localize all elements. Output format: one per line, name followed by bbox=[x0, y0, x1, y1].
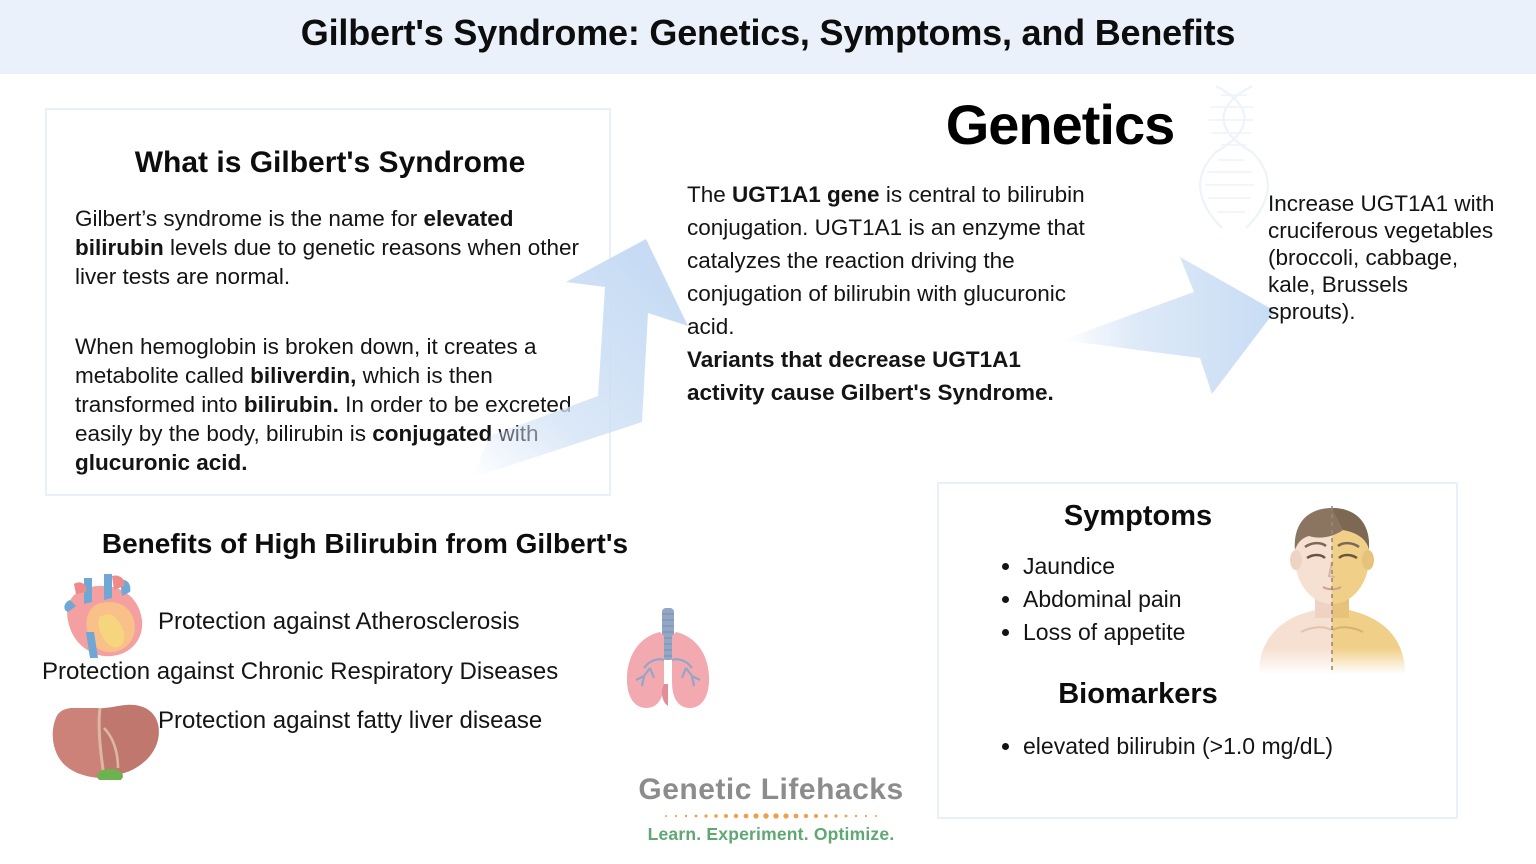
genetics-heading: Genetics bbox=[945, 93, 1176, 156]
what-is-gilberts-paragraph-1: Gilbert’s syndrome is the name for eleva… bbox=[75, 206, 580, 289]
list-item: elevated bilirubin (>1.0 mg/dL) bbox=[1023, 730, 1333, 763]
jaundice-person-icon bbox=[1259, 506, 1405, 674]
symptoms-list: JaundiceAbdominal painLoss of appetite bbox=[995, 550, 1185, 649]
what-is-gilberts-heading: What is Gilbert's Syndrome bbox=[134, 146, 526, 179]
logo-tagline: Learn. Experiment. Optimize. bbox=[647, 824, 895, 844]
benefit-item-2: Protection against fatty liver disease bbox=[158, 707, 543, 734]
genetic-lifehacks-logo: Genetic Lifehacks Learn. Experiment. Opt… bbox=[628, 773, 914, 845]
header-band bbox=[0, 0, 1536, 74]
what-is-gilberts-panel: What is Gilbert's Syndrome Gilbert’s syn… bbox=[45, 108, 611, 496]
arrow-up-right-icon bbox=[472, 239, 688, 478]
heart-icon bbox=[64, 574, 143, 658]
list-item: Loss of appetite bbox=[1023, 616, 1185, 649]
biomarkers-list: elevated bilirubin (>1.0 mg/dL) bbox=[995, 730, 1333, 763]
benefits-heading: Benefits of High Bilirubin from Gilbert'… bbox=[101, 528, 629, 559]
list-item: Jaundice bbox=[1023, 550, 1185, 583]
benefit-item-0: Protection against Atherosclerosis bbox=[158, 608, 520, 635]
page-title: Gilbert's Syndrome: Genetics, Symptoms, … bbox=[300, 12, 1236, 53]
liver-icon bbox=[52, 704, 159, 780]
list-item: Abdominal pain bbox=[1023, 583, 1185, 616]
cruciferous-vegetables-text: Increase UGT1A1 with cruciferous vegetab… bbox=[1268, 191, 1495, 324]
dna-helix-icon bbox=[1199, 85, 1269, 229]
arrow-right-icon bbox=[1062, 257, 1275, 394]
logo-dots-decoration bbox=[665, 813, 877, 819]
logo-wordmark: Genetic Lifehacks bbox=[638, 773, 904, 806]
what-is-gilberts-paragraph-2: When hemoglobin is broken down, it creat… bbox=[75, 334, 572, 475]
benefit-item-1: Protection against Chronic Respiratory D… bbox=[42, 658, 559, 685]
symptoms-heading: Symptoms bbox=[1063, 500, 1213, 532]
genetics-body-text: The UGT1A1 gene is central to bilirubin … bbox=[687, 182, 1085, 405]
biomarkers-heading: Biomarkers bbox=[1058, 678, 1218, 710]
lungs-icon bbox=[626, 608, 710, 708]
